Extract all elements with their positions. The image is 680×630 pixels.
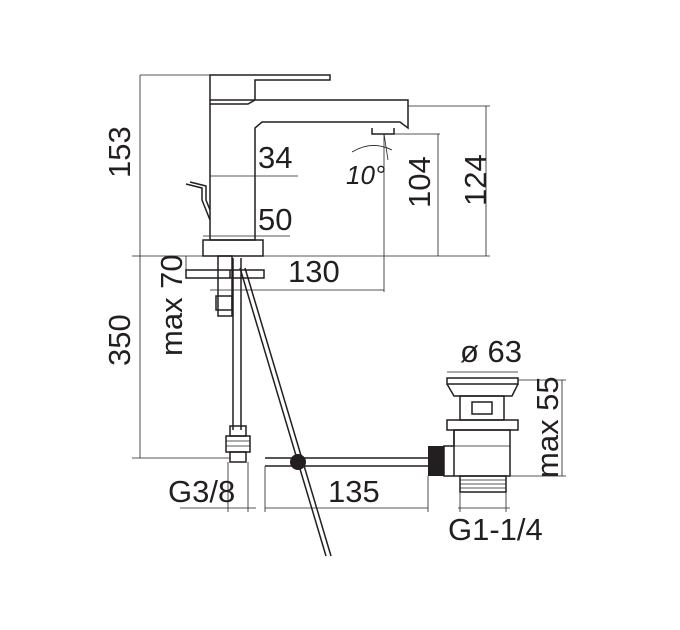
label-lever-offset: 34 xyxy=(258,140,292,175)
label-reach: 130 xyxy=(288,254,340,289)
label-inlet-thread: G3/8 xyxy=(168,474,235,509)
dimension-labels: 153 124 104 34 50 130 max 70 350 G3/8 13… xyxy=(102,126,565,547)
drain-valve xyxy=(443,377,519,493)
under-deck-assembly xyxy=(185,255,444,557)
label-rod-length: 135 xyxy=(328,474,380,509)
label-deck-thickness: max 70 xyxy=(154,254,189,356)
label-height-total: 153 xyxy=(102,126,137,178)
label-spout-height: 124 xyxy=(458,154,493,206)
label-hose-length: 350 xyxy=(102,314,137,366)
label-drain-thread: G1-1/4 xyxy=(448,512,543,547)
label-drain-height: max 55 xyxy=(530,376,565,478)
dimension-lines xyxy=(132,74,566,512)
label-drain-diameter: ø 63 xyxy=(460,334,522,369)
label-spout-clearance: 104 xyxy=(402,156,437,208)
label-base-width: 50 xyxy=(258,202,292,237)
label-spout-angle: 10° xyxy=(346,160,385,190)
popup-lever xyxy=(185,181,211,221)
